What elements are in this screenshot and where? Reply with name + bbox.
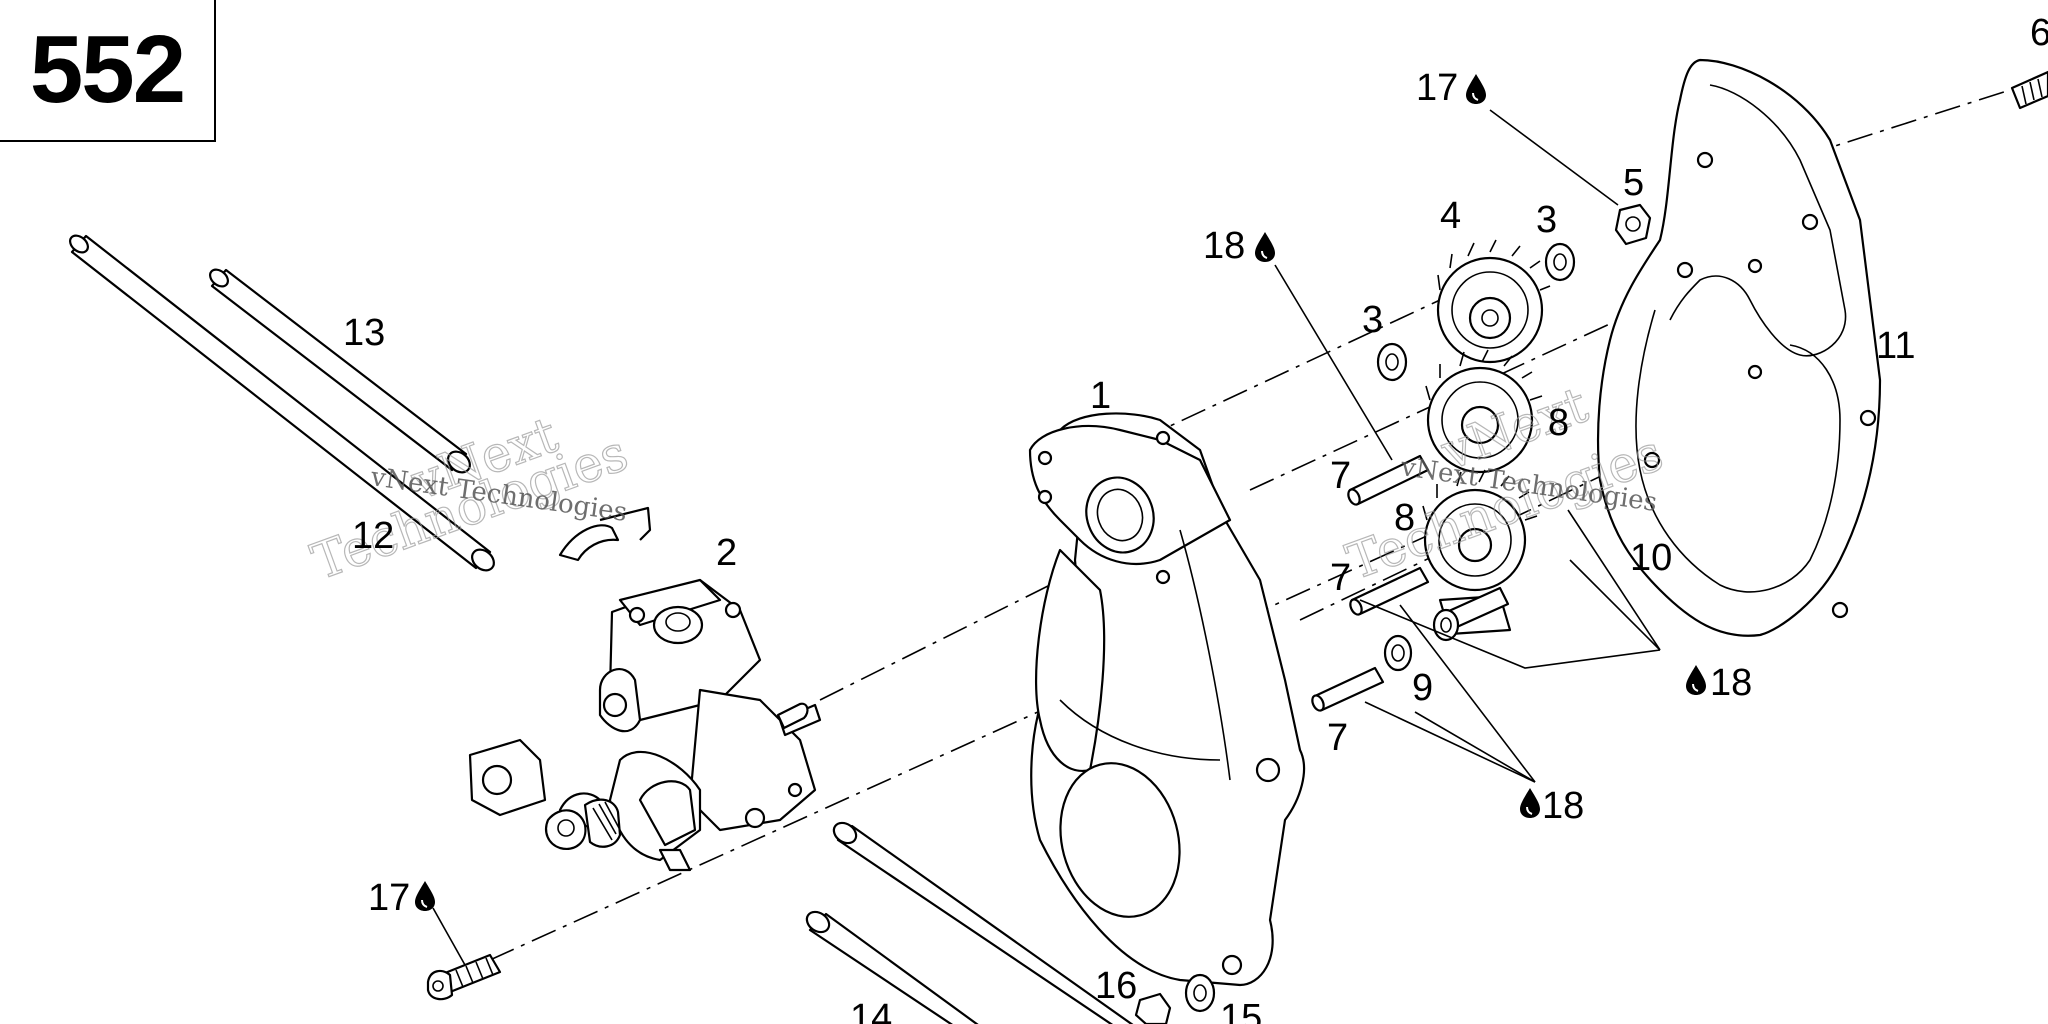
oil-drop-icon — [1465, 73, 1487, 105]
callout-7-top: 7 — [1330, 455, 1351, 497]
callout-17-bottom: 17 — [368, 877, 410, 919]
callout-17-top: 17 — [1416, 67, 1458, 109]
page-number-box: 552 — [0, 0, 216, 142]
washers-and-nuts — [1134, 203, 1652, 1024]
oil-drop-icon — [414, 880, 436, 912]
callout-18-top: 18 — [1203, 225, 1245, 267]
callout-12: 12 — [352, 515, 394, 557]
callout-labels: 1 2 3 3 4 5 6 7 7 7 8 8 9 10 11 12 13 14… — [343, 12, 2048, 1024]
part-1-housing-cover — [1028, 412, 1305, 987]
callout-7-mid: 7 — [1330, 557, 1351, 599]
rod-13 — [209, 268, 471, 474]
rod-14 — [805, 821, 1134, 1024]
callout-5: 5 — [1623, 162, 1644, 204]
callout-7-bottom: 7 — [1327, 717, 1348, 759]
oil-drop-icon — [1519, 787, 1541, 819]
callout-3-right: 3 — [1536, 199, 1557, 241]
callout-14: 14 — [850, 997, 892, 1024]
callout-18-right: 18 — [1710, 662, 1752, 704]
callout-9: 9 — [1412, 667, 1433, 709]
page-number: 552 — [29, 16, 186, 123]
part-2-oil-pump — [468, 506, 822, 872]
callout-18-bottom: 18 — [1542, 785, 1584, 827]
rod-12 — [69, 234, 495, 572]
callout-10: 10 — [1630, 537, 1672, 579]
callout-13: 13 — [343, 312, 385, 354]
part-11-gasket — [1596, 58, 1882, 637]
callout-11: 11 — [1876, 325, 1915, 367]
gear-8-upper — [1425, 349, 1543, 474]
callout-6: 6 — [2030, 12, 2048, 54]
screw-17-lower — [426, 953, 502, 1001]
callout-8-upper: 8 — [1548, 402, 1569, 444]
oil-drop-icon — [1254, 231, 1276, 263]
callout-4: 4 — [1440, 195, 1461, 237]
leader-lines — [432, 109, 1661, 966]
callout-16: 16 — [1095, 965, 1137, 1007]
callout-1: 1 — [1090, 375, 1111, 417]
oil-drop-icon — [1685, 664, 1707, 696]
gear-4 — [1436, 239, 1551, 364]
callout-8-lower: 8 — [1394, 497, 1415, 539]
callout-2: 2 — [716, 532, 737, 574]
callout-15: 15 — [1220, 997, 1262, 1024]
callout-3-left: 3 — [1362, 299, 1383, 341]
dowel-pins-7 — [1311, 454, 1430, 712]
screw-6 — [2010, 70, 2048, 110]
